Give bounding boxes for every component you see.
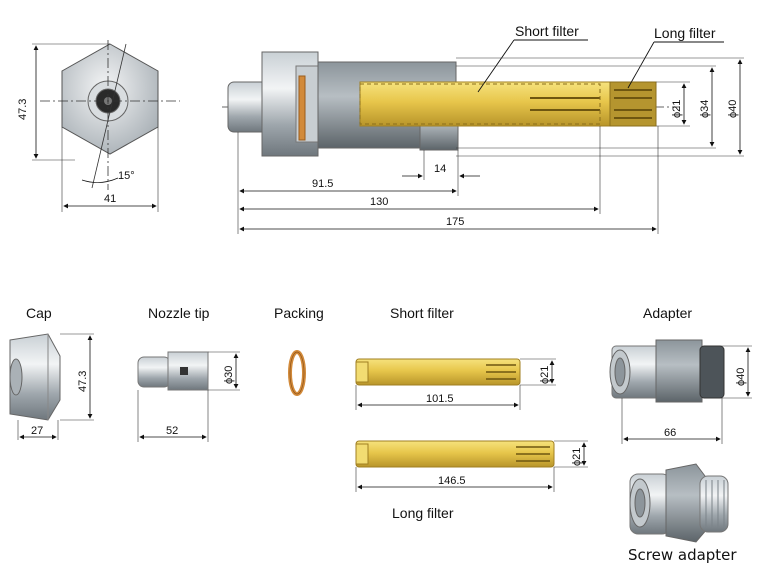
callout-short-filter: Short filter [515,23,579,39]
part-packing-label: Packing [274,305,324,321]
part-cap-label: Cap [26,305,52,321]
dim-phi21: ϕ21 [671,100,683,118]
dim-phi40: ϕ40 [727,100,739,118]
dim-14: 14 [434,163,446,175]
assembly-long-filter [359,81,657,127]
part-adapter-dim-l: 66 [664,427,676,439]
end-view: 47.3 41 15° [17,40,180,212]
part-long-filter-dim-l: 146.5 [438,475,466,487]
part-long-filter: ϕ21 146.5 Long filter [355,440,588,521]
part-cap-dim-h: 47.3 [77,371,89,392]
part-nozzle-tip: Nozzle tip ϕ30 52 [137,305,240,442]
part-long-filter-dim-d: ϕ21 [571,448,583,466]
dim-130: 130 [370,196,388,208]
part-adapter: Adapter ϕ40 66 [609,305,752,444]
end-view-height-dim: 47.3 [17,99,29,120]
assembly-short-filter [359,83,601,125]
end-view-width-dim: 41 [104,193,116,205]
part-short-filter-label: Short filter [390,305,454,321]
part-nozzle-tip-dim-l: 52 [166,425,178,437]
part-nozzle-tip-label: Nozzle tip [148,305,210,321]
part-cap-dim-w: 27 [31,425,43,437]
assembly-packing [298,75,306,141]
assembly-side-view: Short filter Long filter ϕ21 ϕ34 ϕ40 14 … [222,23,744,234]
part-adapter-label: Adapter [643,305,692,321]
callout-long-filter: Long filter [654,25,716,41]
part-screw-adapter: Screw adapter [628,463,737,564]
dim-175: 175 [446,216,464,228]
part-adapter-dim-d: ϕ40 [735,368,747,386]
part-short-filter: Short filter ϕ21 101.5 [355,305,556,410]
part-long-filter-label: Long filter [392,505,454,521]
part-cap: Cap 47.3 27 [9,305,94,440]
part-packing: Packing [274,305,324,396]
part-short-filter-dim-d: ϕ21 [539,366,551,384]
part-short-filter-dim-l: 101.5 [426,393,454,405]
end-view-angle-dim: 15° [118,170,135,182]
dim-phi34: ϕ34 [699,100,711,118]
part-screw-adapter-label: Screw adapter [628,546,737,564]
part-nozzle-tip-dim-d: ϕ30 [223,366,235,384]
dim-91-5: 91.5 [312,178,333,190]
